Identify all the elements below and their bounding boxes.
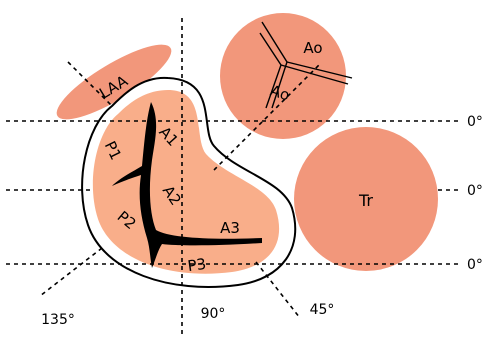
label-tr: Tr xyxy=(358,191,373,210)
label-angle-135: 135° xyxy=(41,312,75,328)
guide-135-lower xyxy=(39,247,103,297)
laa-shape xyxy=(56,44,172,120)
guide-135-upper xyxy=(67,61,113,107)
label-angle-0-mid: 0° xyxy=(467,183,483,199)
label-p3: P3 xyxy=(186,255,207,275)
label-a3: A3 xyxy=(220,219,240,237)
mitral-leaflets xyxy=(92,90,280,274)
dashed-guides xyxy=(6,18,462,338)
label-angle-0-top: 0° xyxy=(467,114,483,130)
label-ao-upper: Ao xyxy=(303,39,322,57)
label-angle-0-bottom: 0° xyxy=(467,257,483,273)
label-angle-90: 90° xyxy=(201,306,226,322)
label-ao-lower: Ao xyxy=(268,81,292,104)
guide-45-upper xyxy=(213,63,321,171)
coaptation-line xyxy=(112,102,262,268)
aortic-valve-lines xyxy=(259,21,353,109)
tricuspid-circle xyxy=(294,127,438,271)
label-angle-45: 45° xyxy=(310,302,335,318)
guide-45-lower xyxy=(255,261,301,319)
